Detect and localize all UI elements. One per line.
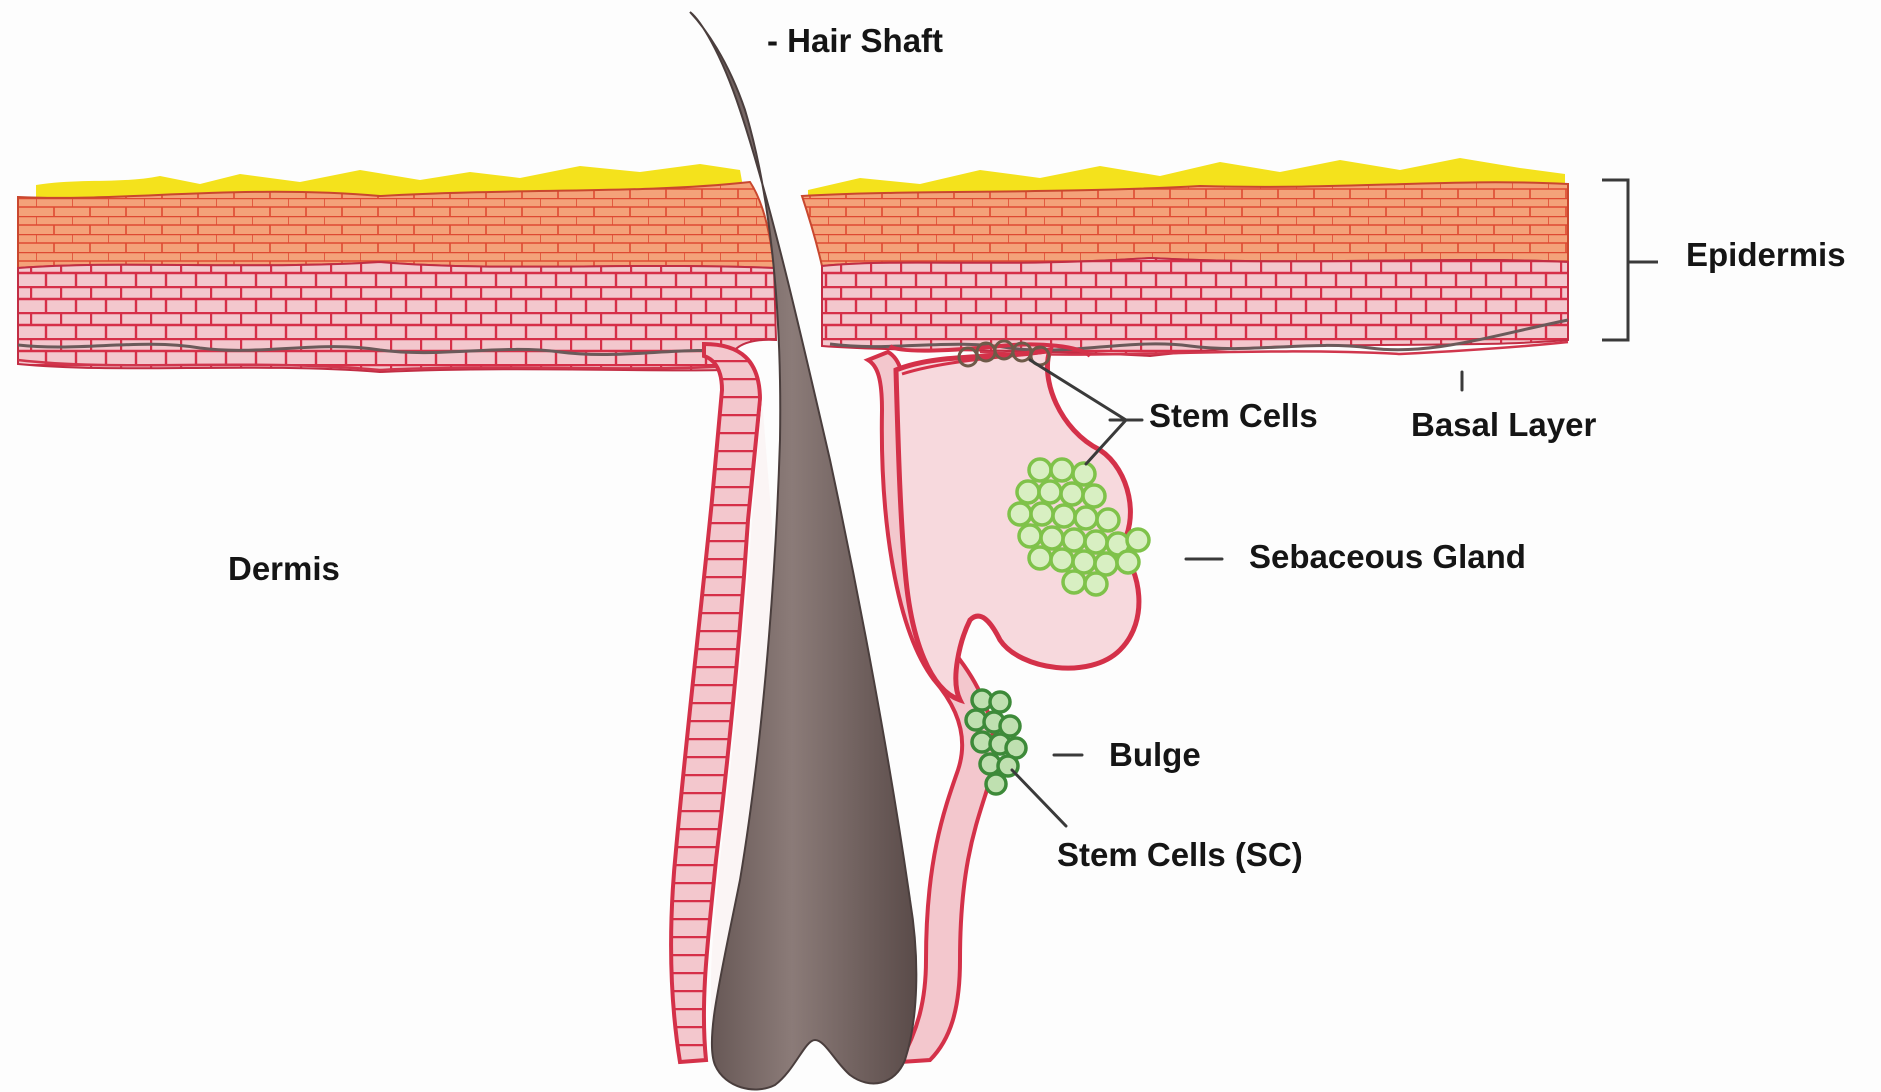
label-stem-cells-sc: Stem Cells (SC) [1057,836,1303,873]
label-dermis: Dermis [228,550,340,587]
stem-cells-sc-leader [1012,770,1066,826]
lower-epidermis-left [18,262,776,372]
label-basal-layer: Basal Layer [1411,406,1596,443]
label-sebaceous-gland: Sebaceous Gland [1249,538,1526,575]
label-bulge: Bulge [1109,736,1201,773]
label-epidermis: Epidermis [1686,236,1846,273]
upper-epidermis-right [802,182,1568,266]
lower-epidermis-right [822,258,1568,356]
epidermis-bracket [1602,180,1658,340]
label-stem-cells: Stem Cells [1149,397,1318,434]
label-hair-shaft: - Hair Shaft [767,22,943,59]
